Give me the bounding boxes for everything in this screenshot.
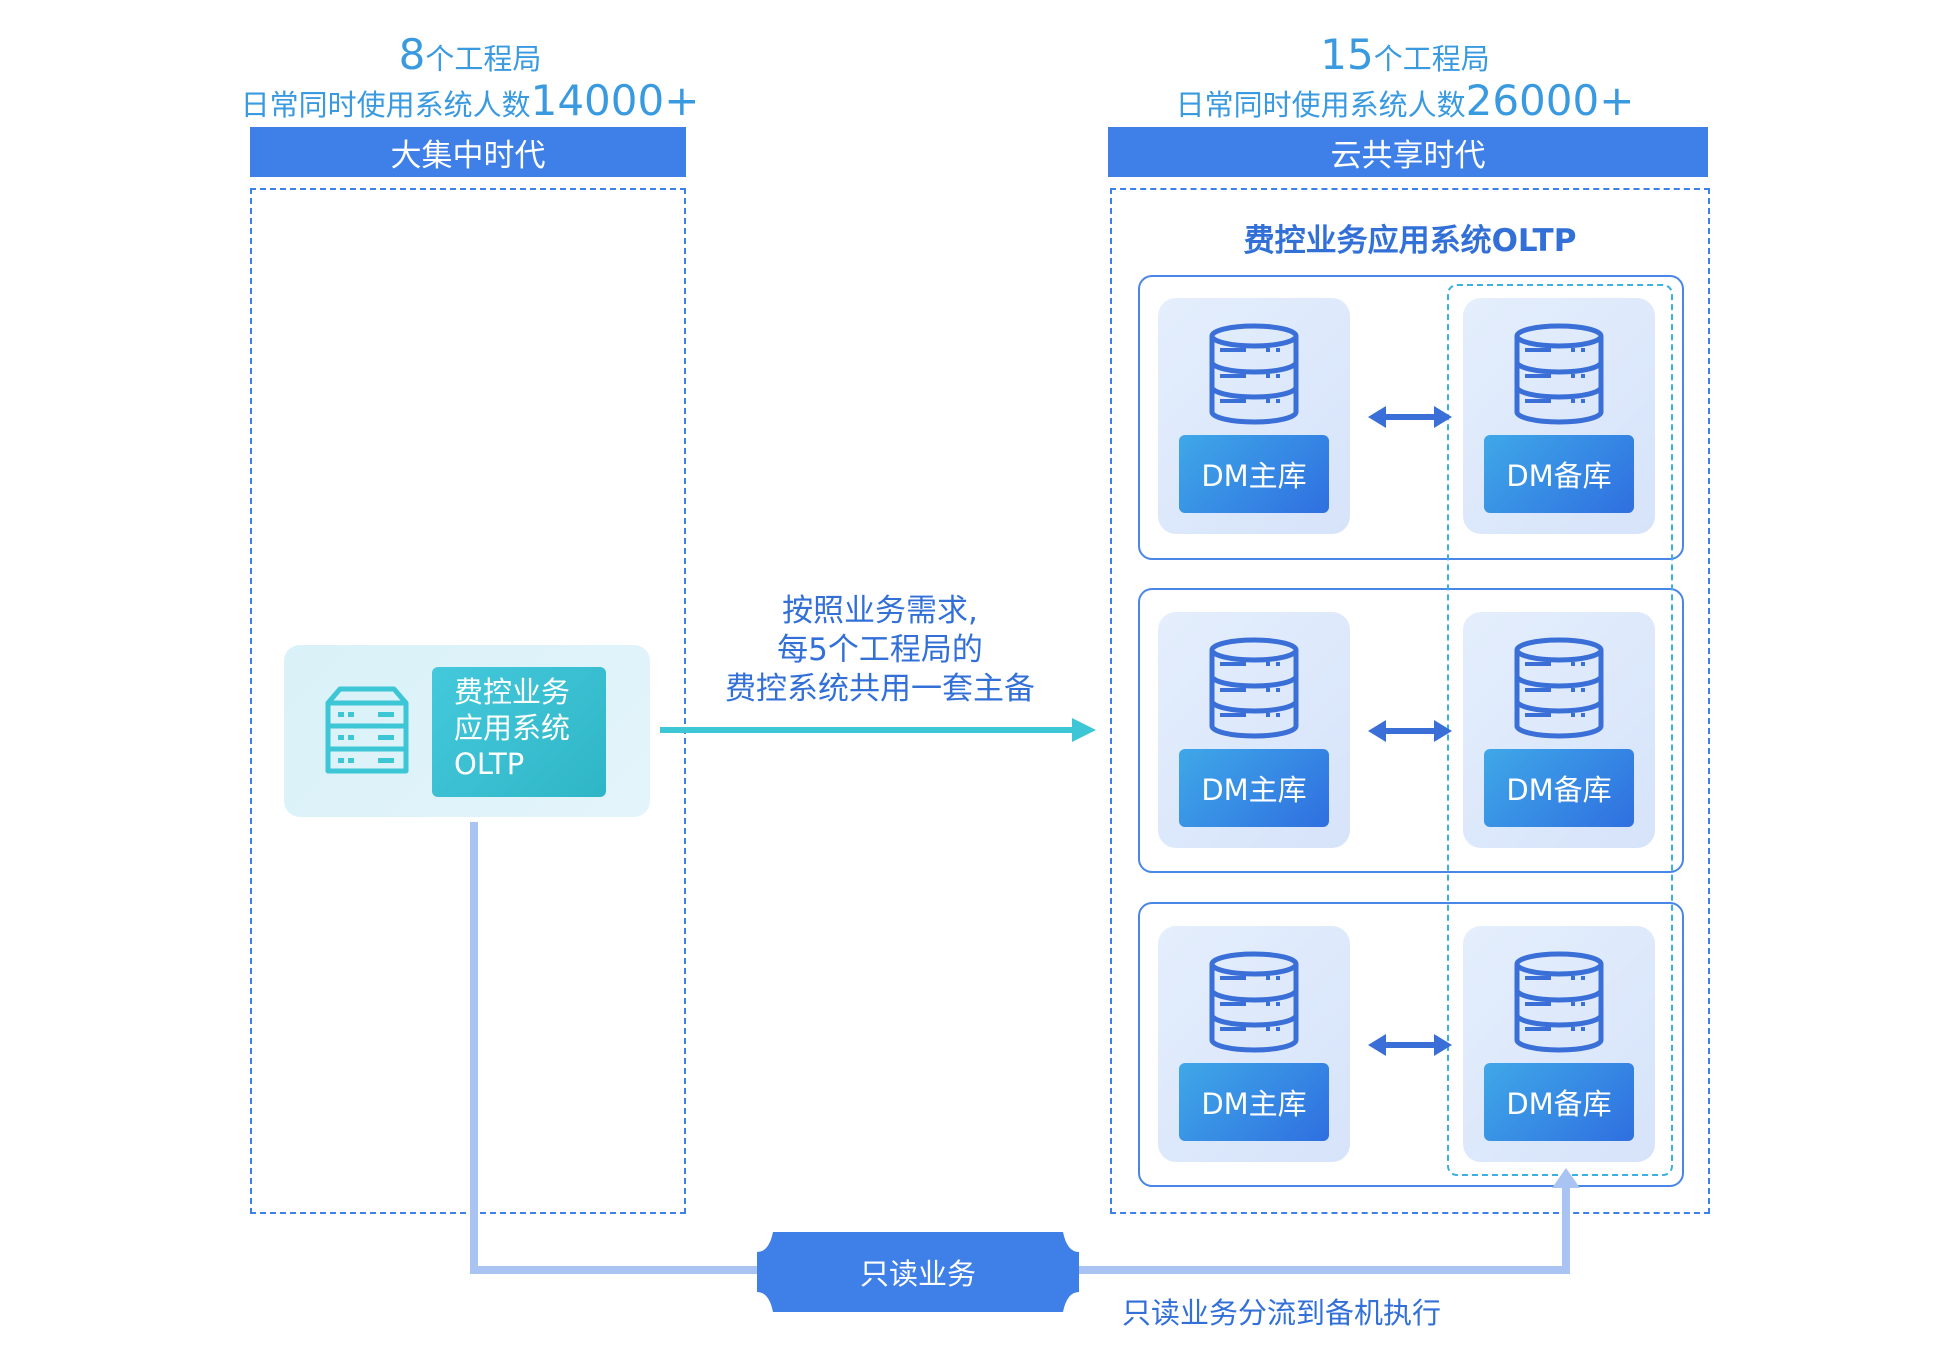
right-era-container (1110, 188, 1710, 1214)
left-users-number: 14000+ (530, 76, 700, 125)
primary-db-card-2: DM主库 (1158, 612, 1350, 848)
cluster-panel-3 (1138, 902, 1684, 1187)
database-icon (1514, 637, 1604, 739)
left-system-line-1: 费控业务 (454, 675, 571, 709)
left-users-prefix: 日常同时使用系统人数 (240, 88, 531, 122)
standby-db-label-3: DM备库 (1484, 1063, 1634, 1141)
left-era-container (250, 188, 686, 1214)
right-system-title: 费控业务应用系统OLTP (1243, 223, 1577, 259)
right-count-suffix: 个工程局 (1373, 42, 1490, 76)
standby-db-card-3: DM备库 (1463, 926, 1655, 1162)
primary-db-label-1: DM主库 (1179, 435, 1329, 513)
server-icon (325, 686, 409, 774)
left-count-suffix: 个工程局 (425, 42, 542, 76)
primary-db-card-1: DM主库 (1158, 298, 1350, 534)
transition-line-2: 每5个工程局的 (777, 632, 983, 668)
left-era-title: 大集中时代 (250, 127, 686, 177)
right-users-number: 26000+ (1465, 76, 1635, 125)
readonly-badge-label: 只读业务 (859, 1257, 976, 1291)
database-icon (1209, 637, 1299, 739)
badge-shape (757, 1232, 1079, 1312)
left-users-line: 日常同时使用系统人数14000+ (230, 76, 710, 125)
database-icon (1514, 951, 1604, 1053)
right-users-prefix: 日常同时使用系统人数 (1175, 88, 1466, 122)
left-count-number: 8 (398, 30, 426, 79)
left-system-label: 费控业务 应用系统 OLTP (432, 667, 606, 797)
standby-db-card-2: DM备库 (1463, 612, 1655, 848)
readonly-badge: 只读业务 (757, 1232, 1079, 1312)
right-count-number: 15 (1320, 30, 1374, 79)
database-icon (1514, 323, 1604, 425)
right-count-line: 15个工程局 (1115, 30, 1695, 79)
primary-db-label-2: DM主库 (1179, 749, 1329, 827)
cluster-panel-1 (1138, 275, 1684, 560)
cluster-panel-2 (1138, 588, 1684, 873)
database-icon (1209, 323, 1299, 425)
sync-arrow-1 (1368, 406, 1452, 428)
readonly-caption: 只读业务分流到备机执行 (1122, 1296, 1442, 1330)
standby-db-label-1: DM备库 (1484, 435, 1634, 513)
left-count-line: 8个工程局 (250, 30, 690, 79)
sync-arrow-3 (1368, 1034, 1452, 1056)
transition-line-1: 按照业务需求, (782, 593, 978, 629)
left-system-line-3: OLTP (454, 747, 525, 781)
standby-db-label-2: DM备库 (1484, 749, 1634, 827)
standby-db-card-1: DM备库 (1463, 298, 1655, 534)
database-icon (1209, 951, 1299, 1053)
left-system-line-2: 应用系统 (454, 711, 571, 745)
transition-line-3: 费控系统共用一套主备 (725, 671, 1035, 707)
left-system-card: 费控业务 应用系统 OLTP (284, 645, 650, 817)
primary-db-label-3: DM主库 (1179, 1063, 1329, 1141)
sync-arrow-2 (1368, 720, 1452, 742)
right-users-line: 日常同时使用系统人数26000+ (1115, 76, 1695, 125)
transition-arrow (660, 718, 1096, 742)
primary-db-card-3: DM主库 (1158, 926, 1350, 1162)
right-era-title: 云共享时代 (1108, 127, 1708, 177)
